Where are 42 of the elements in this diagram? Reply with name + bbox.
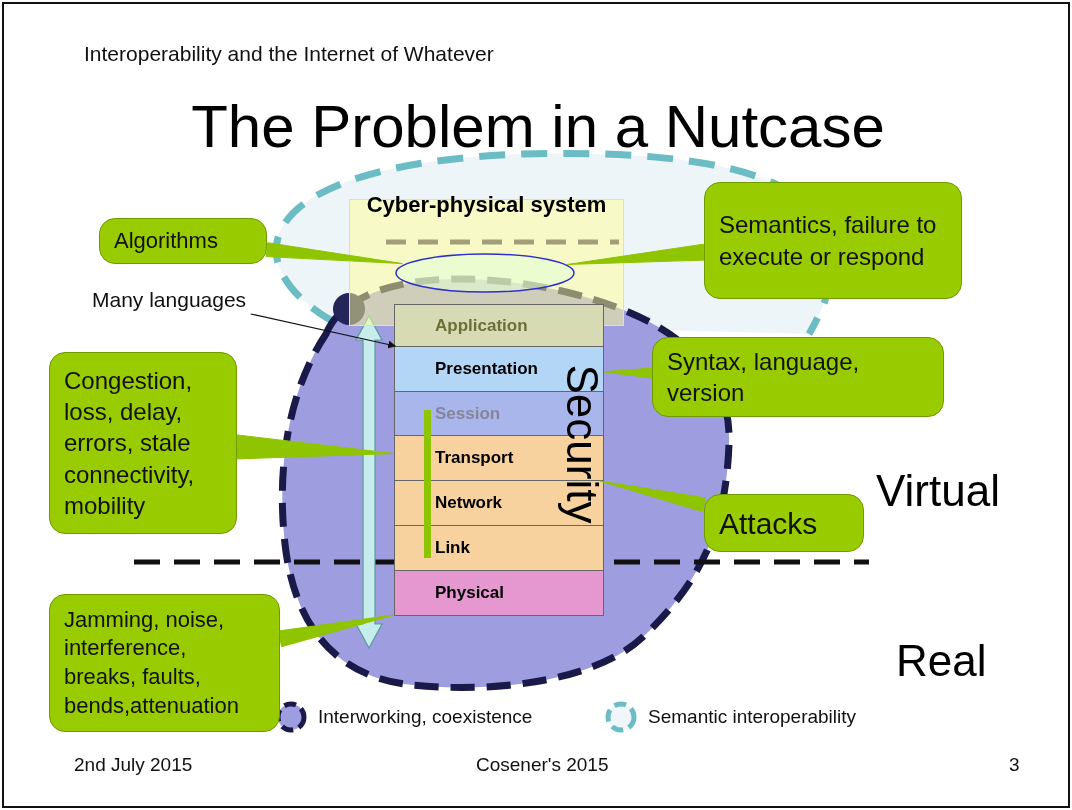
ellipse-highlight (395, 253, 575, 293)
callout-tail (236, 434, 395, 460)
layer-label: Session (435, 403, 501, 424)
callout-box (99, 218, 267, 264)
footer-date: 2nd July 2015 (74, 754, 193, 776)
legend-text: Semantic interoperability (648, 706, 857, 728)
callout-text: Congestion, loss, delay, errors, stale connectivity, mobility (64, 366, 196, 521)
callout-box (49, 352, 237, 534)
layer-box (394, 525, 604, 571)
annotation-text: Many languages (92, 288, 247, 312)
arrow (250, 313, 397, 349)
page-number: 3 (1009, 754, 1020, 776)
layer-box (394, 570, 604, 616)
region-label: Real (896, 636, 987, 686)
callout-text: Attacks (719, 505, 818, 542)
callout-tail (566, 243, 706, 265)
slide-title: The Problem in a Nutcase (190, 92, 886, 161)
callout-box (704, 494, 864, 552)
callout-tail (599, 480, 707, 513)
legend-text: Interworking, coexistence (318, 706, 533, 728)
callout-tail (265, 242, 403, 265)
callout-text: Semantics, failure to execute or respond (719, 210, 938, 272)
callout-box (704, 182, 962, 299)
callout-tail (277, 614, 395, 648)
vertical-label: Security (560, 364, 604, 524)
layer-label: Link (435, 538, 470, 558)
layer-label: Transport (435, 448, 514, 468)
callout-box (652, 337, 944, 417)
slide-header: Interoperability and the Internet of Whatever (84, 42, 494, 66)
callout-text: Algorithms (114, 226, 218, 255)
layer-box (394, 304, 604, 347)
callout-text: Syntax, language, version (667, 346, 861, 408)
callout-box (49, 594, 280, 732)
layer-label: Physical (435, 583, 504, 603)
callout-tail (603, 367, 653, 379)
region-label: Virtual (876, 466, 1000, 516)
layer-label: Network (435, 493, 503, 513)
footer-event: Cosener's 2015 (476, 754, 609, 776)
callout-text: Jamming, noise, interference, breaks, faults, bends,attenuation (64, 605, 240, 720)
panel-title: Cyber-physical system (366, 192, 607, 218)
layer-label: Application (435, 315, 528, 336)
layer-label: Presentation (435, 359, 538, 379)
